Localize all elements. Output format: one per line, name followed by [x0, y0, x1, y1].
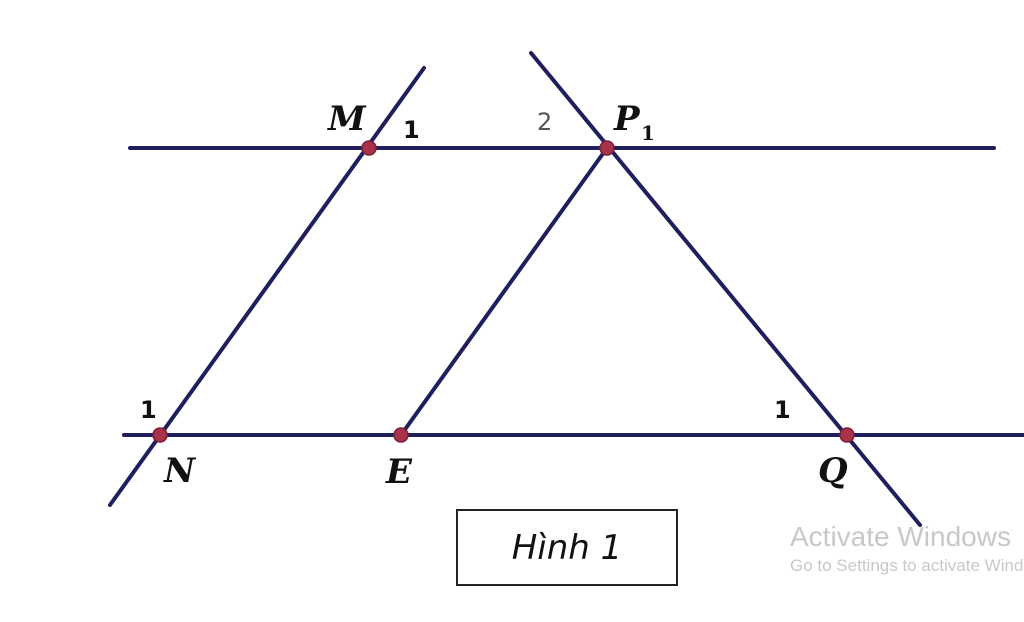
label-e: E [385, 452, 413, 492]
label-p: P [613, 99, 641, 139]
point-n [152, 427, 168, 443]
figure-caption-box: Hình 1 [456, 509, 678, 586]
activation-watermark: Activate Windows Go to Settings to activ… [790, 520, 1024, 578]
point-q [839, 427, 855, 443]
point-p [599, 140, 615, 156]
point-m [361, 140, 377, 156]
angle-label-p2: 2 [537, 108, 552, 136]
label-n: N [163, 451, 197, 491]
segment-pe [399, 146, 609, 437]
line-pq [529, 51, 922, 527]
label-q: Q [818, 451, 848, 491]
label-m: M [327, 99, 367, 139]
watermark-title: Activate Windows [790, 521, 1011, 552]
angle-label-m1: 1 [403, 116, 420, 144]
angle-label-n1: 1 [140, 396, 157, 424]
angle-label-q1: 1 [774, 396, 791, 424]
figure-caption: Hình 1 [511, 527, 623, 568]
label-p-subscript: 1 [641, 121, 655, 145]
watermark-subtitle: Go to Settings to activate Windows. [790, 556, 1024, 575]
point-e [393, 427, 409, 443]
